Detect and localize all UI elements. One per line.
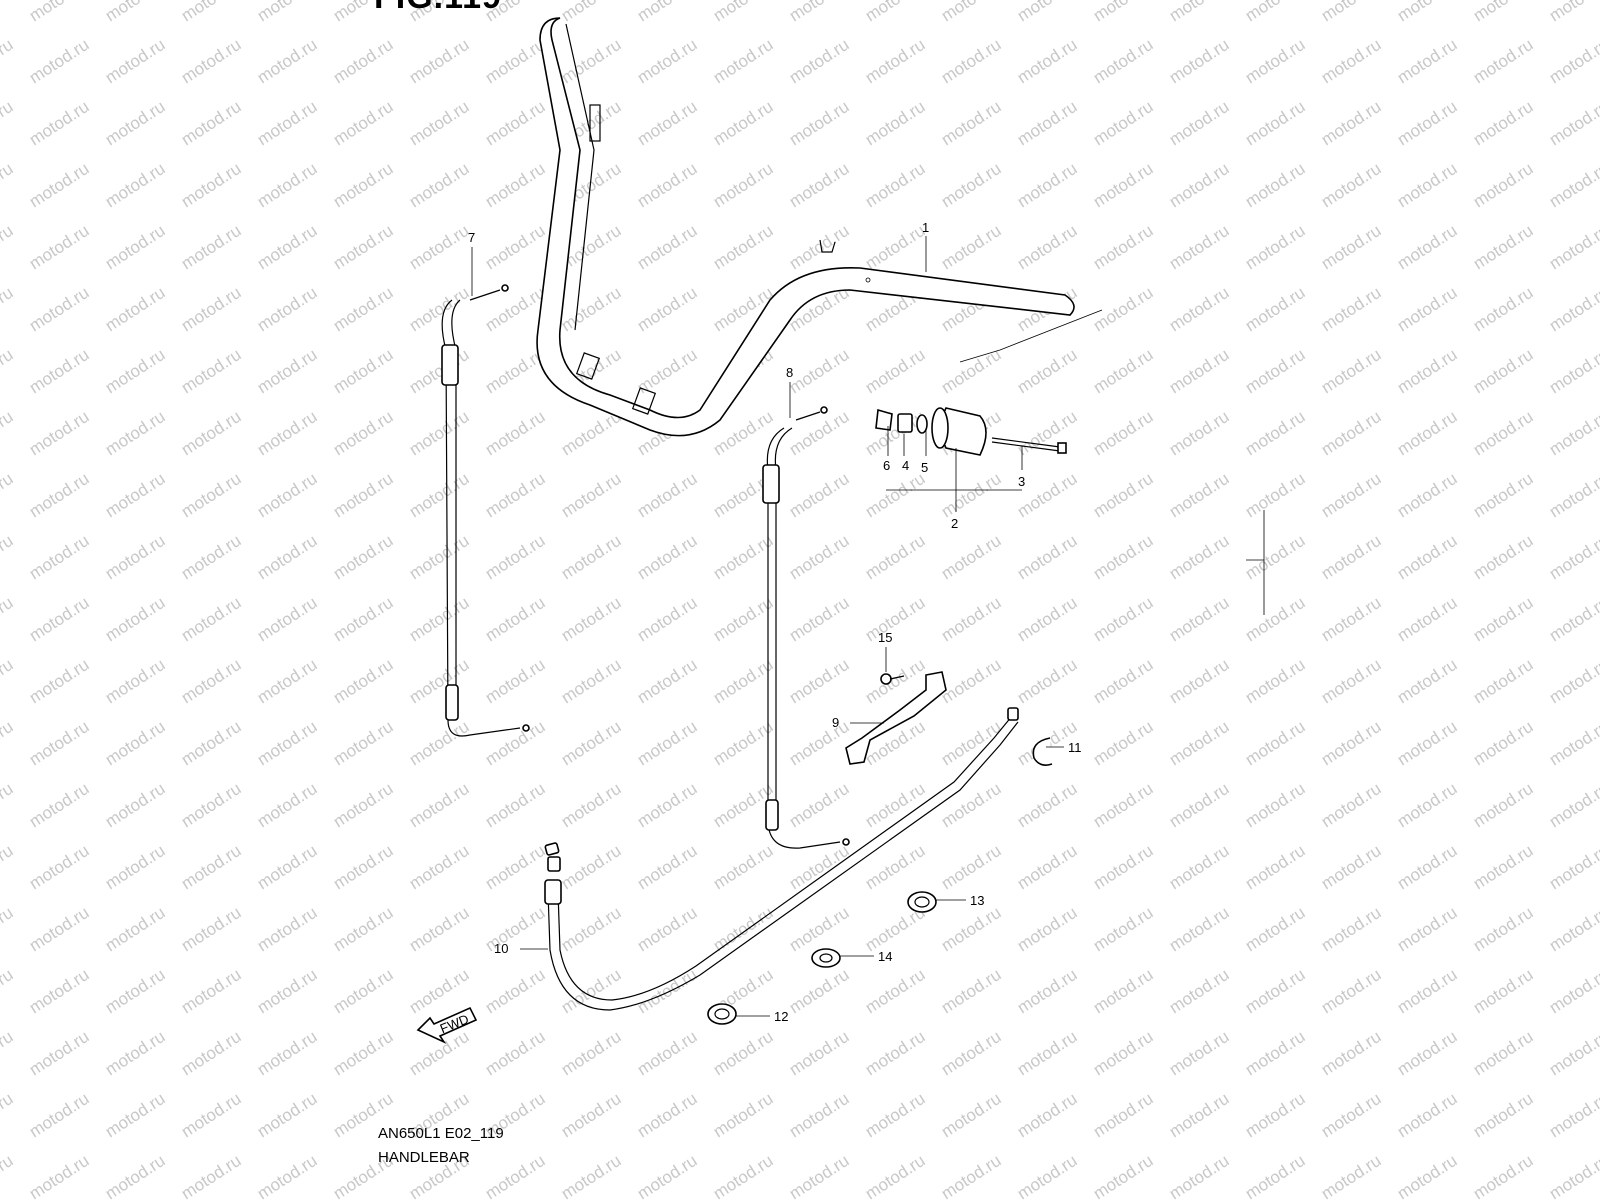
callout-9: 9 xyxy=(832,715,839,730)
callout-leaders xyxy=(471,236,1064,1017)
callout-11: 11 xyxy=(1068,740,1082,755)
callout-12: 12 xyxy=(774,1009,788,1024)
fwd-label: FWD xyxy=(438,1011,471,1036)
figure-title: FIG.119 xyxy=(374,0,502,17)
balancer-weight-group xyxy=(875,407,1067,491)
clamp-12 xyxy=(707,1003,737,1025)
callout-1: 1 xyxy=(922,220,929,235)
fwd-arrow-icon: FWD xyxy=(416,1006,478,1044)
callout-2: 2 xyxy=(951,516,958,531)
figure-code: AN650L1 E02_119 xyxy=(378,1125,504,1142)
clamp-14 xyxy=(811,948,841,968)
cable-7 xyxy=(441,284,530,737)
callout-3: 3 xyxy=(1018,474,1025,489)
handlebar-part xyxy=(536,17,1103,437)
brake-cable-10 xyxy=(544,707,1019,1011)
figure-name: HANDLEBAR xyxy=(378,1149,470,1166)
callout-8: 8 xyxy=(786,365,793,380)
cable-8 xyxy=(762,406,850,849)
callout-6: 6 xyxy=(883,458,890,473)
callout-5: 5 xyxy=(921,460,928,475)
callout-10: 10 xyxy=(494,941,508,956)
callout-15: 15 xyxy=(878,630,892,645)
callout-7: 7 xyxy=(468,230,475,245)
bracket-9 xyxy=(845,671,947,765)
callout-4: 4 xyxy=(902,458,909,473)
clip-11 xyxy=(1032,737,1053,766)
clamp-13 xyxy=(907,891,937,913)
callout-13: 13 xyxy=(970,893,984,908)
callout-14: 14 xyxy=(878,949,892,964)
